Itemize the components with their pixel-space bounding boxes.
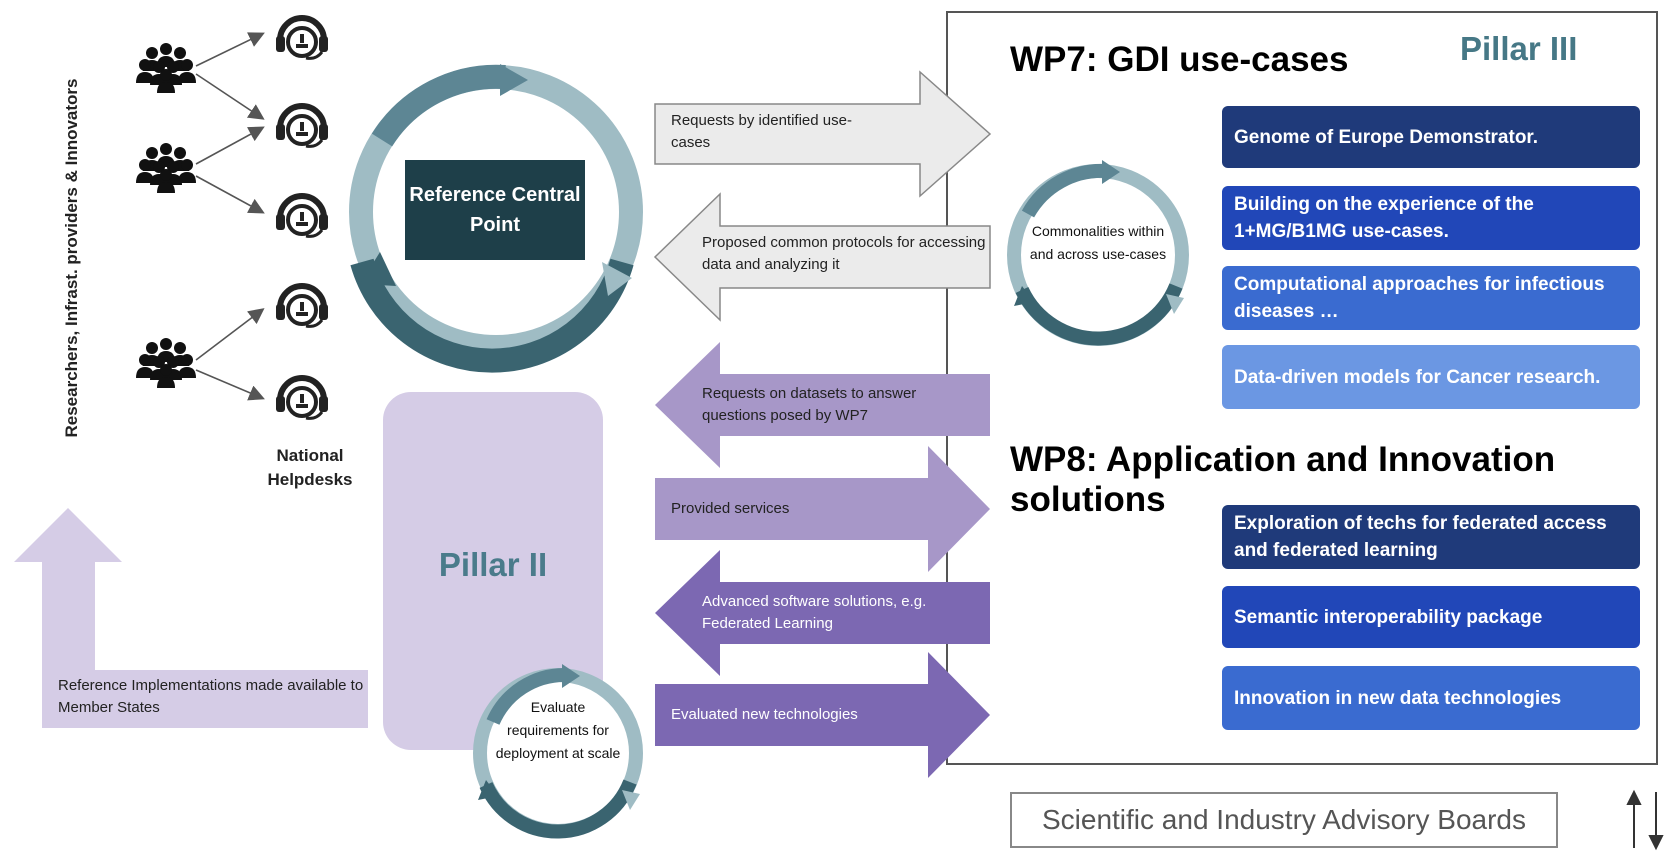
wp8-title: WP8: Application and Innovation solution… bbox=[1010, 440, 1556, 519]
pillar2-cycle-ring bbox=[473, 664, 643, 839]
arrow-label-common-protocols: Proposed common protocols for accessing … bbox=[702, 234, 986, 273]
wp7-item-genome: Genome of Europe Demonstrator. bbox=[1222, 106, 1640, 168]
wp8-item-semantic: Semantic interoperability package bbox=[1222, 586, 1640, 648]
pillar2-panel bbox=[383, 392, 603, 750]
central-point-label: Reference Central Point bbox=[409, 184, 581, 236]
arrow-label-advanced-software: Advanced software solutions, e.g. Federa… bbox=[702, 593, 927, 632]
advisory-updown-arrows-icon bbox=[1626, 789, 1664, 851]
researchers-group-3-icon bbox=[136, 338, 196, 388]
central-point-box bbox=[405, 160, 585, 260]
advisory-boards-box: Scientific and Industry Advisory Boards bbox=[1010, 792, 1558, 848]
pillar2-label: Pillar II bbox=[438, 546, 548, 583]
reference-impl-arrow bbox=[14, 508, 368, 728]
wp8-item-innovation: Innovation in new data technologies bbox=[1222, 666, 1640, 730]
arrow-evaluated-tech bbox=[655, 652, 990, 778]
arrow-label-requests-usecases: Requests by identified use-cases bbox=[671, 112, 852, 151]
arrow-label-evaluated-tech: Evaluated new technologies bbox=[671, 706, 858, 723]
wp8-item-federated: Exploration of techs for federated acces… bbox=[1222, 505, 1640, 569]
wp7-item-cancer: Data-driven models for Cancer research. bbox=[1222, 345, 1640, 409]
wp7-item-1mg: Building on the experience of the 1+MG/B… bbox=[1222, 186, 1640, 250]
arrow-label-provided-services: Provided services bbox=[671, 500, 790, 517]
researchers-group-2-icon bbox=[136, 143, 196, 193]
side-label: Researchers, Infrast. providers & Innova… bbox=[62, 78, 81, 438]
arrow-requests-datasets bbox=[655, 342, 990, 468]
connector-lines bbox=[195, 32, 265, 401]
arrow-advanced-software bbox=[655, 550, 990, 676]
helpdesk-label: National Helpdesks bbox=[267, 446, 353, 489]
helpdesk-4-icon bbox=[276, 286, 328, 326]
arrow-label-requests-datasets: Requests on datasets to answer questions… bbox=[702, 385, 917, 424]
helpdesk-2-icon bbox=[276, 106, 328, 146]
central-point-ring bbox=[349, 64, 643, 373]
wp7-title: WP7: GDI use-cases bbox=[1010, 40, 1349, 79]
researchers-group-1-icon bbox=[136, 43, 196, 93]
arrow-provided-services bbox=[655, 446, 990, 572]
reference-impl-label: Reference Implementations made available… bbox=[58, 677, 364, 716]
helpdesk-1-icon bbox=[276, 18, 328, 58]
pillar2-cycle-label: Evaluate requirements for deployment at … bbox=[495, 699, 621, 761]
helpdesk-3-icon bbox=[276, 196, 328, 236]
arrow-common-protocols bbox=[653, 192, 991, 322]
pillar3-label: Pillar III bbox=[1460, 30, 1578, 67]
helpdesk-5-icon bbox=[276, 378, 328, 418]
wp7-cycle-label: Commonalities within and across use-case… bbox=[1029, 223, 1167, 262]
wp7-cycle-ring bbox=[1007, 160, 1189, 346]
advisory-boards-label: Scientific and Industry Advisory Boards bbox=[1041, 804, 1526, 835]
wp7-item-infectious: Computational approaches for infectious … bbox=[1222, 266, 1640, 330]
arrow-requests-usecases bbox=[654, 70, 992, 198]
